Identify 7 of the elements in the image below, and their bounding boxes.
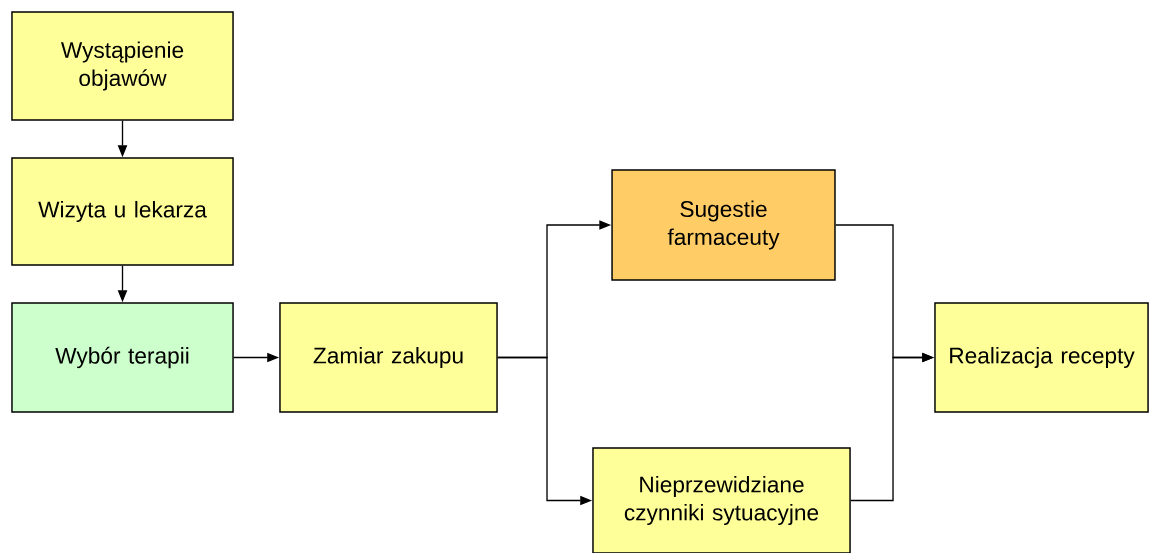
process-box: Realizacja recepty xyxy=(934,302,1149,413)
process-box: Wybór terapii xyxy=(11,302,234,413)
process-box: Zamiar zakupu xyxy=(279,302,498,413)
process-box: Wizyta u lekarza xyxy=(11,157,234,266)
process-box: Sugestie farmaceuty xyxy=(611,169,836,281)
process-box: Wystąpienie objawów xyxy=(11,11,234,121)
process-box: Nieprzewidziane czynniki sytuacyjne xyxy=(592,447,851,553)
